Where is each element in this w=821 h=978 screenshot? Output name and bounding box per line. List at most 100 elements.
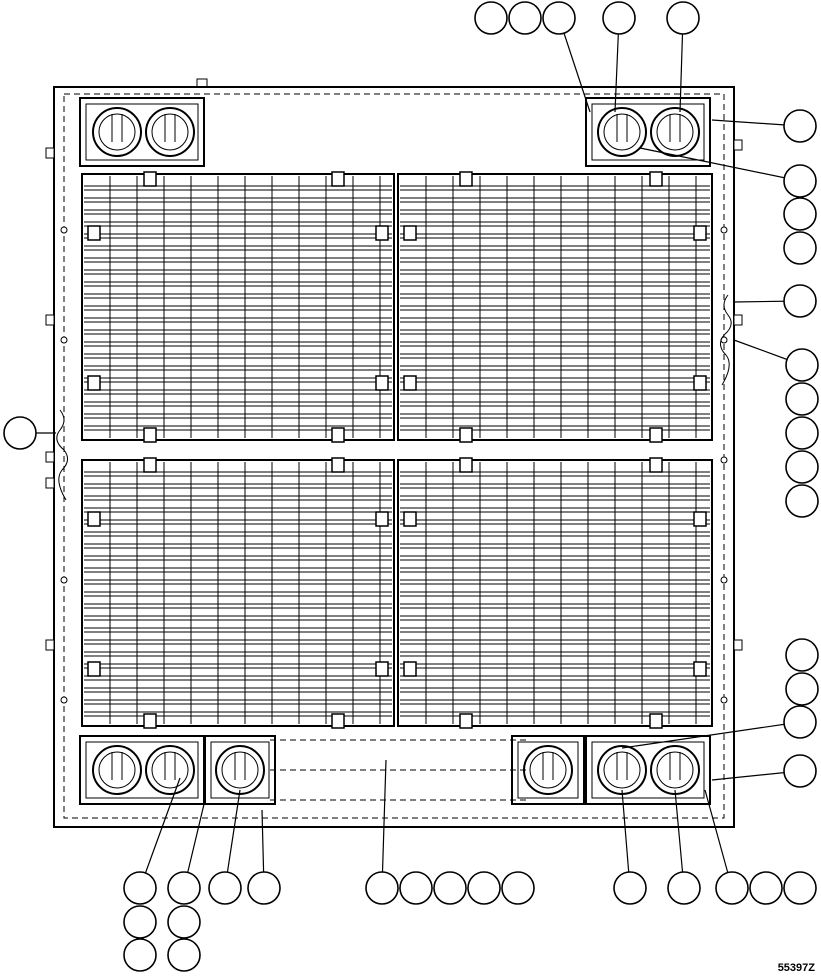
connector-plate [79, 735, 205, 805]
connector-receptacle-inner [656, 113, 694, 151]
grating-clip [375, 661, 389, 677]
callout-circle [602, 1, 636, 35]
callout-marker [783, 871, 817, 905]
grating-clip [331, 427, 345, 443]
callout-circle [783, 871, 817, 905]
callout-circle [508, 1, 542, 35]
connector-plate-inner [517, 741, 579, 799]
callout-marker [3, 416, 56, 450]
callout-marker [711, 754, 817, 788]
callout-marker [208, 789, 242, 905]
side-bolt [45, 314, 55, 326]
callout-marker [783, 231, 817, 265]
callout-group [3, 1, 819, 972]
callout-circle [785, 416, 819, 450]
callout-circle [208, 871, 242, 905]
connector-receptacle-inner [98, 113, 136, 151]
grating-clip [143, 171, 157, 187]
grating-panel [397, 171, 713, 443]
connector-plate [585, 735, 711, 805]
connector-receptacle [597, 107, 647, 157]
side-rivet [60, 576, 68, 584]
connector-receptacle [92, 107, 142, 157]
grating-clip [459, 457, 473, 473]
callout-circle [247, 871, 281, 905]
side-rivet [60, 226, 68, 234]
callout-marker [501, 871, 535, 905]
callout-marker [433, 871, 467, 905]
callout-marker [785, 382, 819, 416]
top-handle [196, 78, 208, 88]
inner-dashed-frame [63, 93, 725, 819]
grating-clip [649, 457, 663, 473]
callout-circle [785, 672, 819, 706]
bottom-cable-run [270, 739, 530, 801]
callout-circle [783, 164, 817, 198]
callout-circle [433, 871, 467, 905]
side-rivet [720, 456, 728, 464]
grating-clip [143, 713, 157, 729]
connector-receptacle [145, 107, 195, 157]
callout-circle [749, 871, 783, 905]
side-bolt [45, 477, 55, 489]
grating-panel [81, 171, 395, 443]
connector-plate-inner [85, 103, 199, 161]
callout-circle [785, 484, 819, 518]
callout-marker [785, 416, 819, 450]
callout-leader [704, 789, 733, 889]
connector-receptacle-inner [603, 113, 641, 151]
callout-circle [783, 109, 817, 143]
grating-clip [331, 457, 345, 473]
callout-circle [783, 284, 817, 318]
connector-plate-inner [210, 741, 270, 799]
callout-circle [783, 754, 817, 788]
side-rivet [720, 696, 728, 704]
grating-clip [375, 375, 389, 391]
callout-circle [785, 450, 819, 484]
grating-clip [403, 511, 417, 527]
grating-clip [87, 511, 101, 527]
grating-clip [331, 171, 345, 187]
grating-clip [649, 171, 663, 187]
side-bolt [45, 639, 55, 651]
callout-circle [3, 416, 37, 450]
callout-marker [785, 484, 819, 518]
callout-marker [666, 1, 700, 113]
grating-clip [693, 225, 707, 241]
grating-border [81, 459, 395, 727]
connector-receptacle [145, 745, 195, 795]
grating-group [81, 171, 713, 729]
callout-marker [167, 905, 201, 939]
grating-clip [403, 375, 417, 391]
callout-marker [167, 799, 206, 905]
callout-circle [783, 705, 817, 739]
grating-clip [331, 713, 345, 729]
callout-marker [613, 789, 647, 905]
connector-receptacle [650, 745, 700, 795]
callout-marker [639, 147, 817, 198]
grating-clip [375, 225, 389, 241]
callout-circle [474, 1, 508, 35]
callout-marker [167, 938, 201, 972]
callout-marker [711, 109, 817, 143]
connector-plate-inner [591, 103, 705, 161]
grating-clip [403, 661, 417, 677]
side-bolt [45, 451, 55, 463]
connector-receptacle-inner [529, 751, 567, 789]
connector-receptacle [92, 745, 142, 795]
connector-receptacle-inner [656, 751, 694, 789]
callout-marker [542, 1, 591, 113]
grating-border [397, 173, 713, 441]
connector-plate [79, 97, 205, 167]
connector-receptacle [650, 107, 700, 157]
callout-circle [123, 938, 157, 972]
callout-marker [749, 871, 783, 905]
connector-receptacle-inner [151, 113, 189, 151]
grating-clip [87, 661, 101, 677]
connector-receptacle [597, 745, 647, 795]
callout-marker [785, 672, 819, 706]
grating-panel [397, 457, 713, 729]
callout-marker [508, 1, 542, 35]
callout-circle [667, 871, 701, 905]
grating-clip [693, 661, 707, 677]
